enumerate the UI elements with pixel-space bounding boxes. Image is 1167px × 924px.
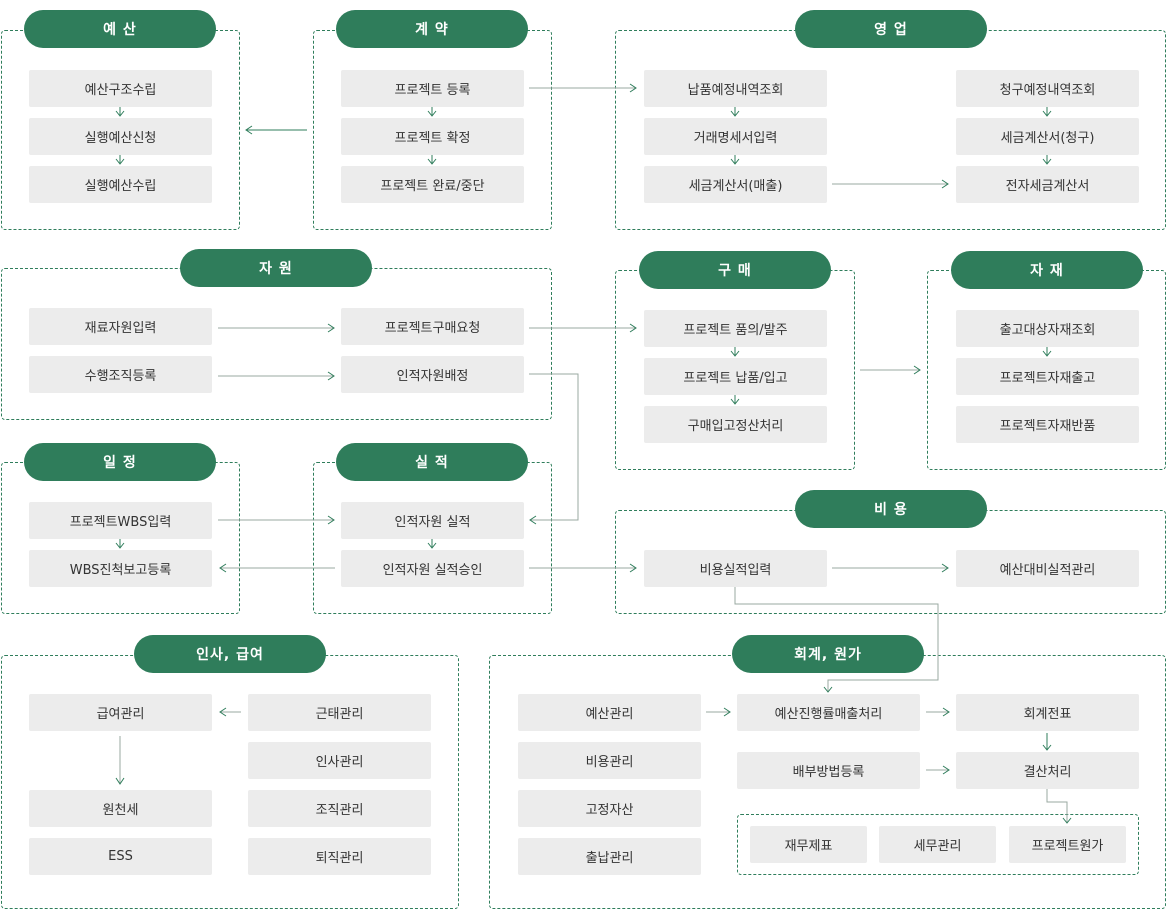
project-confirm-box[interactable]: 프로젝트 확정 bbox=[341, 118, 524, 155]
arrow-purchase-to-material-head bbox=[913, 365, 921, 375]
section-title-cost: 비 용 bbox=[795, 490, 987, 528]
attendance-box[interactable]: 근태관리 bbox=[248, 694, 431, 731]
hr-performance-box[interactable]: 인적자원 실적 bbox=[341, 502, 524, 539]
org-register-box[interactable]: 수행조직등록 bbox=[29, 356, 212, 393]
budget-management-box[interactable]: 예산관리 bbox=[518, 694, 701, 731]
material-outbound-box[interactable]: 프로젝트자재출고 bbox=[956, 358, 1139, 395]
material-outbound-query-box[interactable]: 출고대상자재조회 bbox=[956, 310, 1139, 347]
accounting-output-group bbox=[737, 814, 1139, 875]
cash-management-box[interactable]: 출납관리 bbox=[518, 838, 701, 875]
arrow-contract-to-budget bbox=[245, 125, 307, 135]
billing-schedule-box[interactable]: 청구예정내역조회 bbox=[956, 70, 1139, 107]
budget-request-box[interactable]: 실행예산신청 bbox=[29, 118, 212, 155]
retirement-box[interactable]: 퇴직관리 bbox=[248, 838, 431, 875]
section-title-budget: 예 산 bbox=[24, 10, 216, 48]
financial-statements-box[interactable]: 재무제표 bbox=[750, 826, 867, 863]
project-register-box[interactable]: 프로젝트 등록 bbox=[341, 70, 524, 107]
section-title-hr: 인사, 급여 bbox=[134, 635, 326, 673]
section-title-resource: 자 원 bbox=[180, 249, 372, 287]
section-title-sales: 영 업 bbox=[795, 10, 987, 48]
withholding-tax-box[interactable]: 원천세 bbox=[29, 790, 212, 827]
material-resource-box[interactable]: 재료자원입력 bbox=[29, 308, 212, 345]
material-return-box[interactable]: 프로젝트자재반품 bbox=[956, 406, 1139, 443]
closing-box[interactable]: 결산처리 bbox=[956, 752, 1139, 789]
project-cost-box[interactable]: 프로젝트원가 bbox=[1009, 826, 1126, 863]
human-resource-assign-box[interactable]: 인적자원배정 bbox=[341, 356, 524, 393]
org-management-box[interactable]: 조직관리 bbox=[248, 790, 431, 827]
section-title-performance: 실 적 bbox=[336, 443, 528, 481]
delivery-receipt-box[interactable]: 프로젝트 납품/입고 bbox=[644, 358, 827, 395]
cost-management-box[interactable]: 비용관리 bbox=[518, 742, 701, 779]
payroll-box[interactable]: 급여관리 bbox=[29, 694, 212, 731]
cost-input-box[interactable]: 비용실적입력 bbox=[644, 550, 827, 587]
delivery-schedule-box[interactable]: 납품예정내역조회 bbox=[644, 70, 827, 107]
hr-management-box[interactable]: 인사관리 bbox=[248, 742, 431, 779]
budget-structure-box[interactable]: 예산구조수립 bbox=[29, 70, 212, 107]
purchase-request-box[interactable]: 프로젝트구매요청 bbox=[341, 308, 524, 345]
section-title-schedule: 일 정 bbox=[24, 443, 216, 481]
allocation-method-box[interactable]: 배부방법등록 bbox=[737, 752, 920, 789]
transaction-statement-box[interactable]: 거래명세서입력 bbox=[644, 118, 827, 155]
budget-plan-box[interactable]: 실행예산수립 bbox=[29, 166, 212, 203]
e-tax-invoice-box[interactable]: 전자세금계산서 bbox=[956, 166, 1139, 203]
purchase-order-box[interactable]: 프로젝트 품의/발주 bbox=[644, 310, 827, 347]
hr-performance-approve-box[interactable]: 인적자원 실적승인 bbox=[341, 550, 524, 587]
budget-vs-actual-box[interactable]: 예산대비실적관리 bbox=[956, 550, 1139, 587]
section-title-contract: 계 약 bbox=[336, 10, 528, 48]
journal-voucher-box[interactable]: 회계전표 bbox=[956, 694, 1139, 731]
wbs-progress-box[interactable]: WBS진척보고등록 bbox=[29, 550, 212, 587]
tax-management-box[interactable]: 세무관리 bbox=[879, 826, 996, 863]
tax-invoice-sales-box[interactable]: 세금계산서(매출) bbox=[644, 166, 827, 203]
section-title-accounting: 회계, 원가 bbox=[732, 635, 924, 673]
section-title-purchase: 구 매 bbox=[639, 251, 831, 289]
budget-progress-sales-box[interactable]: 예산진행률매출처리 bbox=[737, 694, 920, 731]
ess-box[interactable]: ESS bbox=[29, 838, 212, 875]
section-title-material: 자 재 bbox=[951, 251, 1143, 289]
fixed-asset-box[interactable]: 고정자산 bbox=[518, 790, 701, 827]
project-complete-box[interactable]: 프로젝트 완료/중단 bbox=[341, 166, 524, 203]
tax-invoice-billing-box[interactable]: 세금계산서(청구) bbox=[956, 118, 1139, 155]
purchase-settlement-box[interactable]: 구매입고정산처리 bbox=[644, 406, 827, 443]
wbs-input-box[interactable]: 프로젝트WBS입력 bbox=[29, 502, 212, 539]
